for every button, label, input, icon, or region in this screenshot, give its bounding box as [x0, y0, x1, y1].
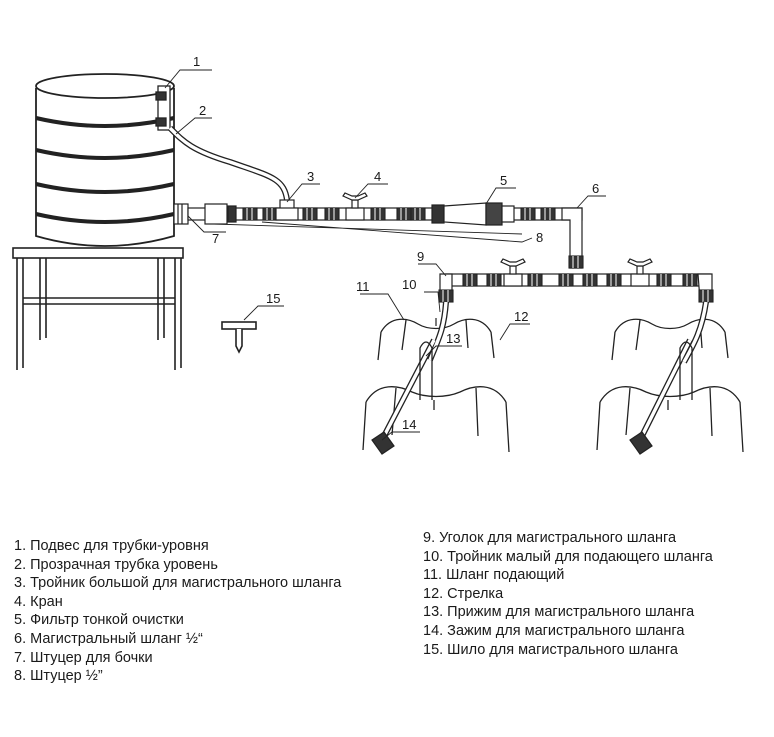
barrel-fitting: [173, 203, 189, 225]
callout-4: 4: [374, 169, 381, 184]
callout-15: 15: [266, 291, 280, 306]
callout-2: 2: [199, 103, 206, 118]
hose-fitting: [204, 203, 237, 225]
legend-item: 2. Прозрачная трубка уровень: [14, 556, 218, 573]
legend-item: 1. Подвес для трубки-уровня: [14, 538, 209, 554]
callout-12: 12: [514, 309, 528, 324]
callout-13: 13: [446, 331, 460, 346]
legend-item: 9. Уголок для магистрального шланга: [423, 530, 677, 546]
callout-6: 6: [592, 181, 599, 196]
legend-item: 3. Тройник большой для магистрального шл…: [14, 575, 342, 592]
callout-3: 3: [307, 169, 314, 184]
legend-item: 14. Зажим для магистрального шланга: [423, 622, 685, 639]
hose-clamp-right: [679, 341, 693, 400]
hose-clamp-left: [419, 341, 433, 400]
end-clamp-left: [371, 431, 395, 455]
legend-item: 12. Стрелка: [423, 585, 504, 602]
legend-item: 13. Прижим для магистрального шланга: [423, 604, 695, 621]
barrel-stand: [12, 247, 184, 370]
callout-11: 11: [356, 279, 370, 294]
level-tube-holder: [155, 85, 171, 131]
callout-labels: 1 2 3 4 5 6 7 8 9 10 11 12 13 14 15: [193, 54, 599, 432]
callout-9: 9: [417, 249, 424, 264]
drip-irrigation-diagram: 1 2 3 4 5 6 7 8 9 10 11 12 13 14 15: [12, 54, 744, 455]
callout-8: 8: [536, 230, 543, 245]
legend-item: 11. Шланг подающий: [423, 567, 565, 584]
transparent-level-tube: [167, 125, 290, 201]
fine-filter: [431, 202, 515, 226]
hose-awl: [221, 321, 257, 354]
legend-item: 5. Фильтр тонкой очистки: [14, 612, 184, 629]
callout-14: 14: [402, 417, 416, 432]
callout-leaders: [164, 69, 606, 441]
legend-right: 9. Уголок для магистрального шланга 10. …: [423, 529, 713, 659]
legend-item: 4. Кран: [14, 593, 63, 610]
legend-item: 6. Магистральный шланг ½“: [14, 630, 203, 647]
callout-7: 7: [212, 231, 219, 246]
legend-item: 15. Шило для магистрального шланга: [423, 641, 678, 658]
end-clamp-right: [629, 431, 653, 455]
callout-10: 10: [402, 277, 416, 292]
legend-item: 10. Тройник малый для подающего шланга: [423, 548, 713, 565]
legend-left: 1. Подвес для трубки-уровня 2. Прозрачна…: [14, 537, 341, 686]
callout-5: 5: [500, 173, 507, 188]
water-barrel: [35, 73, 175, 247]
big-tee: [275, 199, 299, 221]
callout-1: 1: [193, 54, 200, 69]
legend-item: 7. Штуцер для бочки: [14, 649, 153, 666]
legend-item: 8. Штуцер ½”: [14, 668, 103, 685]
